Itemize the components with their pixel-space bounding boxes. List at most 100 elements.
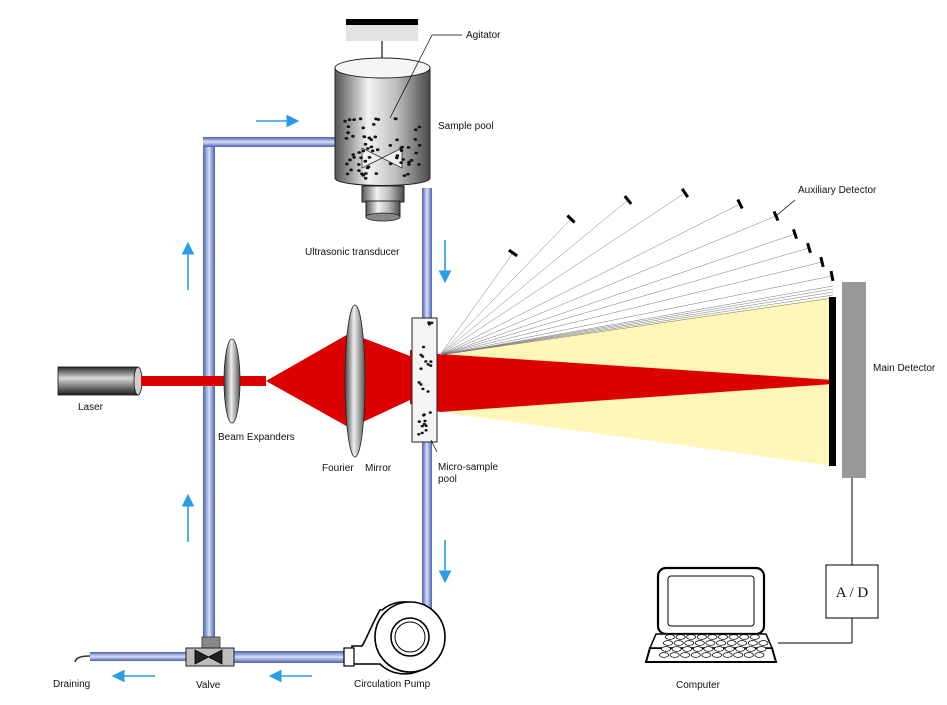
sample-particle (358, 117, 363, 121)
sample-particle (414, 151, 419, 155)
keyboard-key (680, 652, 691, 658)
keyboard-key (665, 634, 676, 640)
label-sample-pool: Sample pool (438, 121, 494, 132)
laser-source (57, 366, 143, 396)
scatter-ray (439, 203, 741, 356)
keyboard-key (743, 652, 754, 658)
auxiliary-detector-element (508, 248, 518, 258)
sample-particle (370, 149, 375, 153)
auxiliary-detector-rays (439, 192, 834, 356)
sample-particle (388, 162, 393, 166)
micro-particle (430, 321, 434, 325)
auxiliary-detector-element (819, 256, 825, 268)
auxiliary-detector-element (566, 214, 576, 224)
sample-particle (361, 126, 366, 130)
auxiliary-detector-element (829, 270, 835, 282)
micro-particle (426, 390, 430, 393)
keyboard-key (749, 634, 760, 640)
sample-particle (357, 151, 362, 154)
micro-particle (428, 411, 432, 414)
keyboard-key (737, 640, 748, 646)
micro-particle (423, 419, 427, 423)
sample-particle (364, 172, 368, 175)
sample-particle (413, 138, 418, 141)
sample-particle (401, 158, 406, 161)
pipe-bottom (230, 651, 348, 663)
scatter-ray (439, 192, 686, 356)
keyboard-key (716, 640, 727, 646)
ad-converter: A / D (825, 564, 879, 619)
auxiliary-detector-element (806, 242, 812, 254)
sample-particle (373, 135, 378, 139)
sample-particle (362, 135, 367, 139)
keyboard-key (718, 634, 729, 640)
sample-particle (394, 117, 398, 121)
scatter-ray (439, 297, 834, 356)
sample-particle (343, 119, 347, 123)
label-laser: Laser (78, 402, 104, 413)
sample-particle (369, 145, 374, 149)
keyboard-key (671, 646, 682, 652)
keyboard-key (663, 640, 674, 646)
valve-icon (185, 636, 235, 667)
sample-particle (417, 125, 422, 129)
beam-expander-lens (223, 338, 241, 424)
keyboard-key (690, 652, 701, 658)
sample-particle (361, 149, 366, 153)
keyboard-key (673, 640, 684, 646)
keyboard-key (756, 646, 767, 652)
sample-particle (409, 158, 414, 162)
sample-particle (417, 163, 421, 166)
scatter-ray (439, 218, 572, 356)
micro-particle (429, 364, 433, 367)
keyboard-keys (659, 634, 769, 658)
scatter-ray (439, 233, 796, 356)
main-detector-panel (842, 282, 866, 478)
keyboard-key (686, 634, 697, 640)
sample-particle (351, 153, 356, 157)
sample-particle (357, 163, 361, 166)
agitator-motor-bar (346, 19, 418, 25)
main-detector-bar (829, 297, 836, 466)
sample-particle (388, 144, 393, 147)
keyboard-key (714, 646, 725, 652)
sample-particle (363, 142, 368, 146)
auxiliary-detector-element (791, 228, 799, 240)
sample-particle (372, 123, 376, 126)
auxiliary-detector-element (680, 187, 690, 199)
sample-particle (345, 162, 349, 166)
auxiliary-detector-element (736, 198, 744, 210)
keyboard-key (733, 652, 744, 658)
scatter-ray (439, 261, 823, 356)
sample-particle (344, 137, 349, 140)
keyboard-key (754, 652, 765, 658)
sample-particle (399, 161, 403, 165)
micro-particle (417, 381, 421, 384)
sample-particle (347, 118, 352, 122)
sample-particle (402, 174, 407, 178)
micro-particle (419, 367, 423, 371)
keyboard-key (712, 652, 723, 658)
label-ultrasonic-transducer: Ultrasonic transducer (305, 247, 400, 258)
label-valve: Valve (196, 680, 221, 691)
sample-particle (352, 155, 356, 159)
label-circulation-pump: Circulation Pump (354, 679, 431, 690)
keyboard-key (707, 634, 718, 640)
scatter-ray (439, 285, 834, 356)
sample-particle (395, 138, 399, 142)
signal-wires (778, 478, 853, 644)
keyboard-key (701, 652, 712, 658)
sample-particle (376, 118, 381, 121)
keyboard-key (694, 640, 705, 646)
scatter-ray (439, 252, 514, 356)
label-computer: Computer (676, 680, 721, 691)
laser-beam (141, 333, 410, 428)
flow-arrows (111, 114, 452, 683)
keyboard-key (682, 646, 693, 652)
sample-particle (406, 146, 411, 149)
keyboard-key (696, 634, 707, 640)
sample-particle (363, 159, 368, 163)
label-micro-sample-pool-1: Micro-sample (438, 462, 498, 473)
keyboard-key (747, 640, 758, 646)
sample-particle (417, 143, 422, 147)
